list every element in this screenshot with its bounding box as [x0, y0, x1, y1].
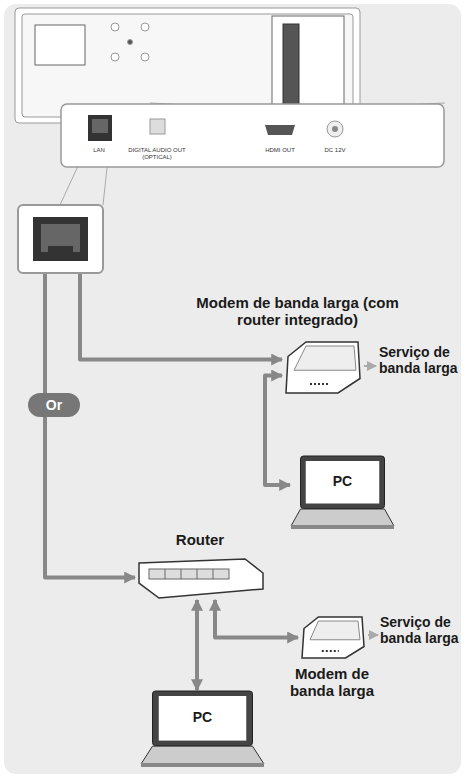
service-label: Serviço de banda larga: [379, 344, 463, 376]
device-label: Modem de banda larga: [278, 665, 386, 700]
device-label: Modem de banda larga (com router integra…: [190, 294, 405, 329]
port-label: HDMI OUT: [255, 147, 305, 154]
pc-shape: [290, 455, 395, 530]
modem-node: Modem de banda larga: [298, 615, 366, 660]
network-cable: [195, 600, 199, 690]
port-label: LAN: [82, 147, 116, 154]
service-label: Serviço de banda larga: [380, 614, 462, 646]
device-label: Router: [135, 531, 265, 548]
pc-label: PC: [159, 709, 247, 725]
panel-node: LAN DIGITAL AUDIO OUT (OPTICAL) HDMI OUT DC…: [60, 103, 445, 168]
router-shape: [135, 555, 265, 600]
modem-node: Modem de banda larga (com router integra…: [282, 340, 362, 395]
or-badge: Or: [28, 393, 80, 417]
network-cable: [215, 600, 298, 638]
modem-shape: [298, 615, 366, 660]
pc-shape: [140, 690, 265, 768]
panel-shape: [60, 103, 445, 168]
modem-shape: [282, 340, 362, 395]
network-cable: [45, 274, 135, 578]
port-label: DIGITAL AUDIO OUT (OPTICAL): [122, 147, 192, 160]
pc-label: PC: [306, 473, 380, 489]
service-arrow: [368, 634, 378, 636]
port-label: DC 12V: [310, 147, 360, 154]
background-panel: [4, 4, 461, 774]
service-arrow: [364, 365, 376, 367]
router-node: Router: [135, 555, 265, 600]
pc-node: PC: [290, 455, 395, 530]
pc-node: PC: [140, 690, 265, 768]
